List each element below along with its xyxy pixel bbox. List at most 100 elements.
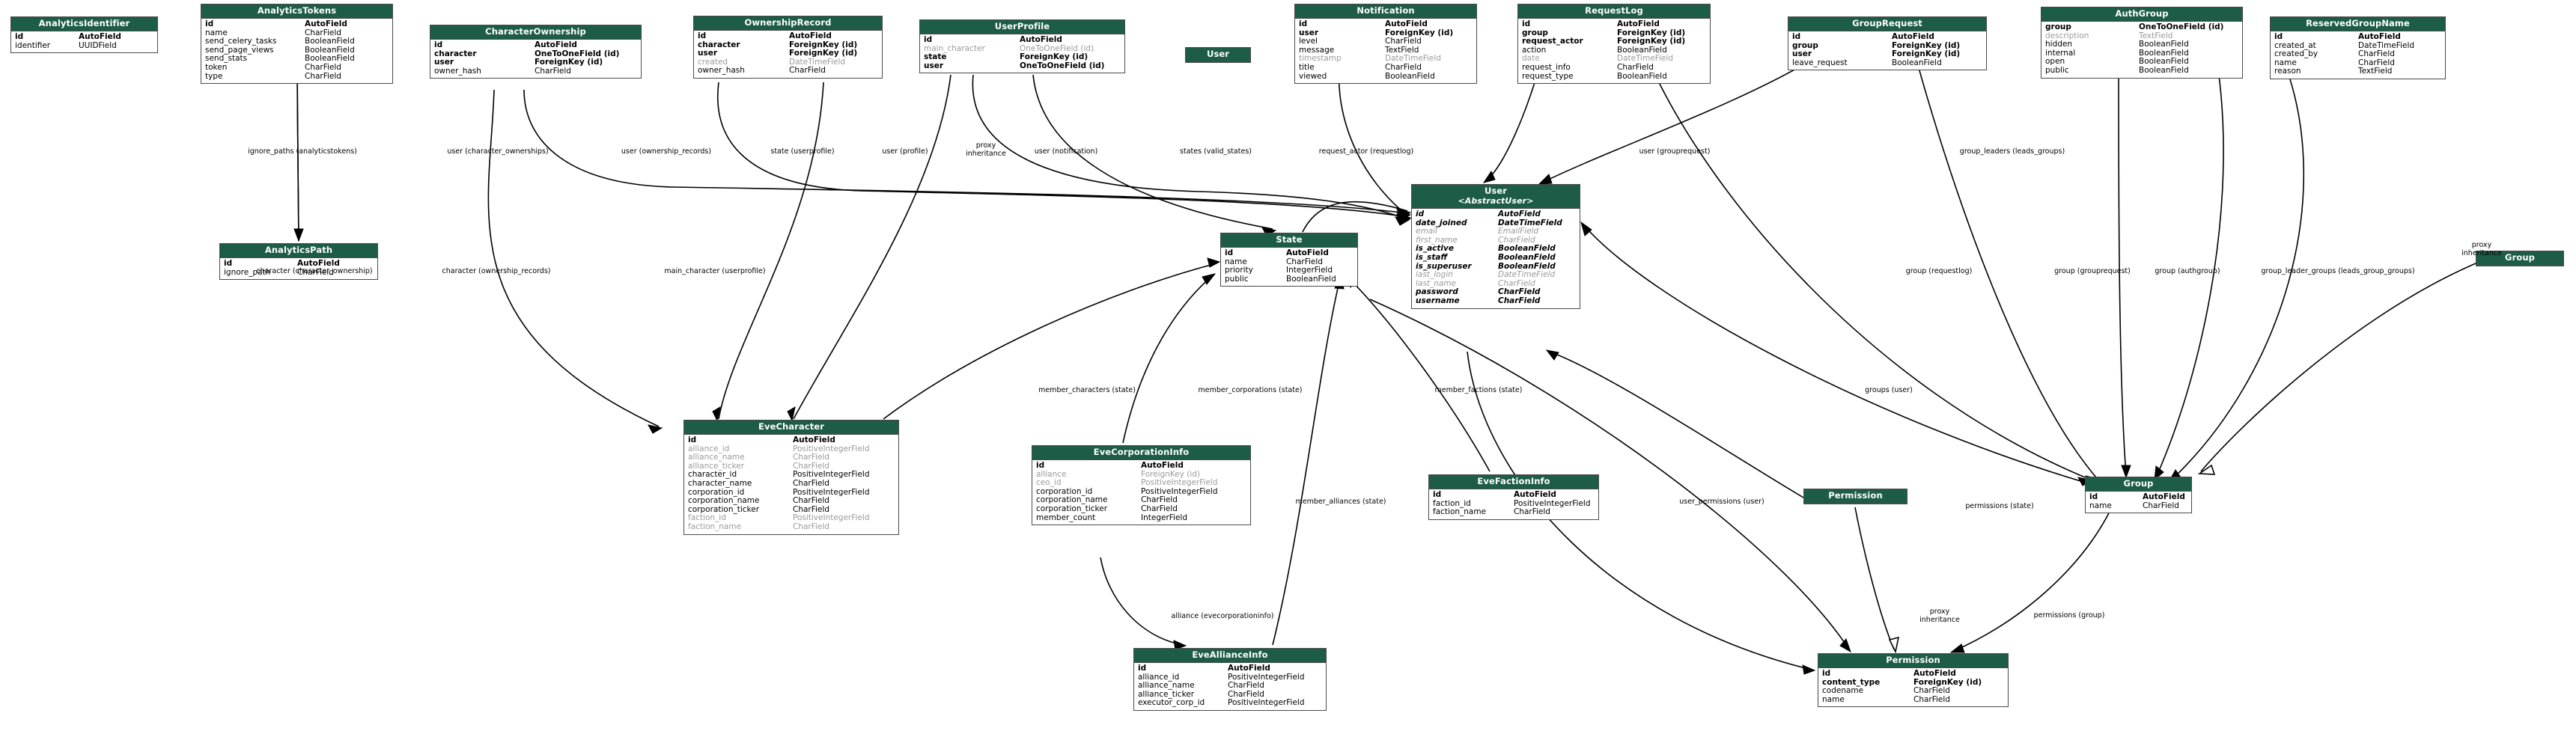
edge-label-l27: alliance (evecorporationinfo) <box>1171 612 1274 620</box>
field-name: user <box>1792 49 1812 59</box>
field-type: AutoField <box>1892 32 1934 41</box>
field-name: character_id <box>688 470 737 480</box>
entity-title: RequestLog <box>1585 5 1643 16</box>
field-type: CharField <box>535 66 571 76</box>
field-type: BooleanField <box>2139 57 2189 67</box>
field-type: ForeignKey (id) <box>1385 28 1454 37</box>
field-name: user <box>1299 28 1319 37</box>
edge-label-l25: permissions (state) <box>1965 502 2034 510</box>
field-type: AutoField <box>1514 490 1556 499</box>
edge-label-l5: user (profile) <box>882 147 928 156</box>
entity-title: User <box>1206 49 1230 59</box>
field-name: id <box>1792 32 1801 41</box>
entity-header-group_right: Group <box>2476 251 2563 266</box>
entity-header-group_mid: Group <box>2086 477 2191 492</box>
field-type: CharField <box>1228 689 1264 699</box>
entity-title: Group <box>2123 478 2154 489</box>
entity-header-permission_top: Permission <box>1804 489 1907 504</box>
field-name: id <box>698 31 707 40</box>
entity-header-analyticspath: AnalyticsPath <box>220 244 377 258</box>
field-type: PositiveIntegerField <box>1141 486 1218 496</box>
entity-header-eveallianceinfo: EveAllianceInfo <box>1134 649 1326 663</box>
entity-permission_top[interactable]: Permission <box>1803 489 1907 504</box>
edge-label-l9: request_actor (requestlog) <box>1318 147 1414 156</box>
field-type: CharField <box>1498 278 1535 288</box>
edge-label-l23: member_alliances (state) <box>1295 498 1386 506</box>
field-name: id <box>2089 492 2098 501</box>
edge-label-l15: group (requestlog) <box>1905 267 1973 275</box>
field-type: AutoField <box>1020 35 1062 44</box>
edge-label-l26: proxy inheritance <box>2461 241 2502 257</box>
entity-user_top[interactable]: User <box>1185 47 1251 63</box>
field-name: id <box>434 40 443 49</box>
field-name: id <box>1225 248 1234 257</box>
field-type: AutoField <box>789 31 832 40</box>
field-name: priority <box>1225 266 1253 275</box>
entity-group_right[interactable]: Group <box>2476 251 2564 266</box>
field-name: description <box>2045 31 2089 40</box>
field-type: CharField <box>1385 62 1422 72</box>
field-type: DateTimeField <box>1617 54 1674 64</box>
field-name: faction_id <box>688 513 726 523</box>
entity-title: UserProfile <box>994 21 1050 31</box>
field-type: BooleanField <box>1617 45 1667 55</box>
entity-title: CharacterOwnership <box>485 26 586 37</box>
field-type: PositiveIntegerField <box>793 470 870 480</box>
field-name: date_joined <box>1416 218 1467 227</box>
field-name: character_name <box>688 478 752 488</box>
field-name: type <box>205 71 223 81</box>
field-type: ForeignKey (id) <box>1141 469 1201 479</box>
field-name: executor_corp_id <box>1138 698 1205 708</box>
field-name: internal <box>2045 48 2076 58</box>
field-name: id <box>1416 210 1425 218</box>
field-type: ForeignKey (id) <box>1892 40 1961 50</box>
entity-header-user_main: User<AbstractUser> <box>1412 185 1580 209</box>
field-name: viewed <box>1299 71 1327 81</box>
field-type: IntegerField <box>1141 513 1188 522</box>
field-type: AutoField <box>793 435 835 444</box>
